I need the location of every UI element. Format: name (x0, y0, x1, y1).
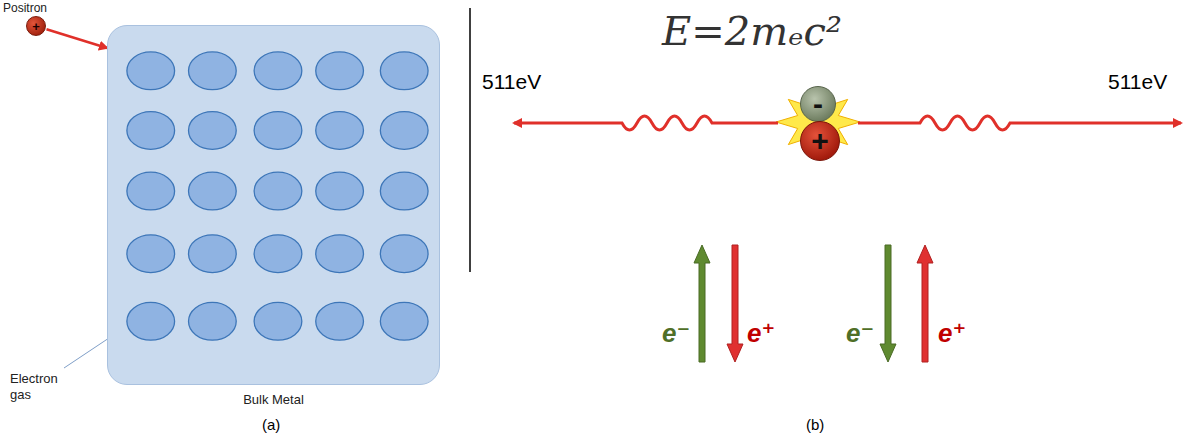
atom-grid (108, 26, 439, 384)
ion-core (189, 112, 237, 150)
ion-core (316, 112, 364, 150)
region-label: Electron gas (10, 371, 68, 404)
ion-core (127, 235, 175, 273)
ion-core (127, 52, 175, 90)
particle-label: e⁻ (846, 318, 874, 349)
ion-core (254, 302, 302, 340)
ion-core (316, 302, 364, 340)
ion-core (127, 172, 175, 210)
positron-particle: + (800, 121, 840, 161)
ion-core (189, 52, 237, 90)
energy-label: 511eV (482, 70, 541, 94)
charge-sign: + (811, 126, 829, 156)
box-caption: Bulk Metal (108, 392, 439, 407)
ion-core (254, 52, 302, 90)
particle-label: e⁻ (662, 318, 690, 349)
panel-caption: (a) (262, 416, 280, 433)
panel-caption: (b) (806, 416, 824, 433)
spin-down-arrow (880, 245, 896, 362)
spin-up-arrow (917, 245, 933, 362)
ion-core (380, 112, 428, 150)
formula: E=2mₑc² (662, 8, 842, 54)
ion-core (380, 52, 428, 90)
ion-core (316, 52, 364, 90)
particle-name: Positron (3, 1, 47, 15)
ion-core (189, 302, 237, 340)
metal-box: Bulk Metal (107, 25, 440, 385)
energy-label: 511eV (1108, 70, 1167, 94)
photon-arrow (514, 116, 778, 130)
ion-core (316, 172, 364, 210)
particle-label: e⁺ (938, 318, 966, 349)
ion-core (316, 235, 364, 273)
ion-core (380, 235, 428, 273)
spin-up-arrow (694, 245, 710, 362)
ion-core (189, 172, 237, 210)
charge-sign: - (813, 89, 823, 119)
ion-core (254, 112, 302, 150)
photon-arrow (858, 116, 1181, 130)
ion-core (127, 112, 175, 150)
ion-core (127, 302, 175, 340)
particle-label: e⁺ (747, 318, 775, 349)
incidence-arrow (47, 29, 107, 48)
ion-core (380, 302, 428, 340)
ion-core (380, 172, 428, 210)
positron-particle: +Positron (26, 16, 46, 36)
ion-core (254, 235, 302, 273)
separator-line (469, 8, 471, 272)
spin-down-arrow (727, 245, 743, 362)
ion-core (254, 172, 302, 210)
charge-sign: + (32, 20, 40, 33)
ion-core (189, 235, 237, 273)
electron-particle: - (800, 86, 836, 122)
